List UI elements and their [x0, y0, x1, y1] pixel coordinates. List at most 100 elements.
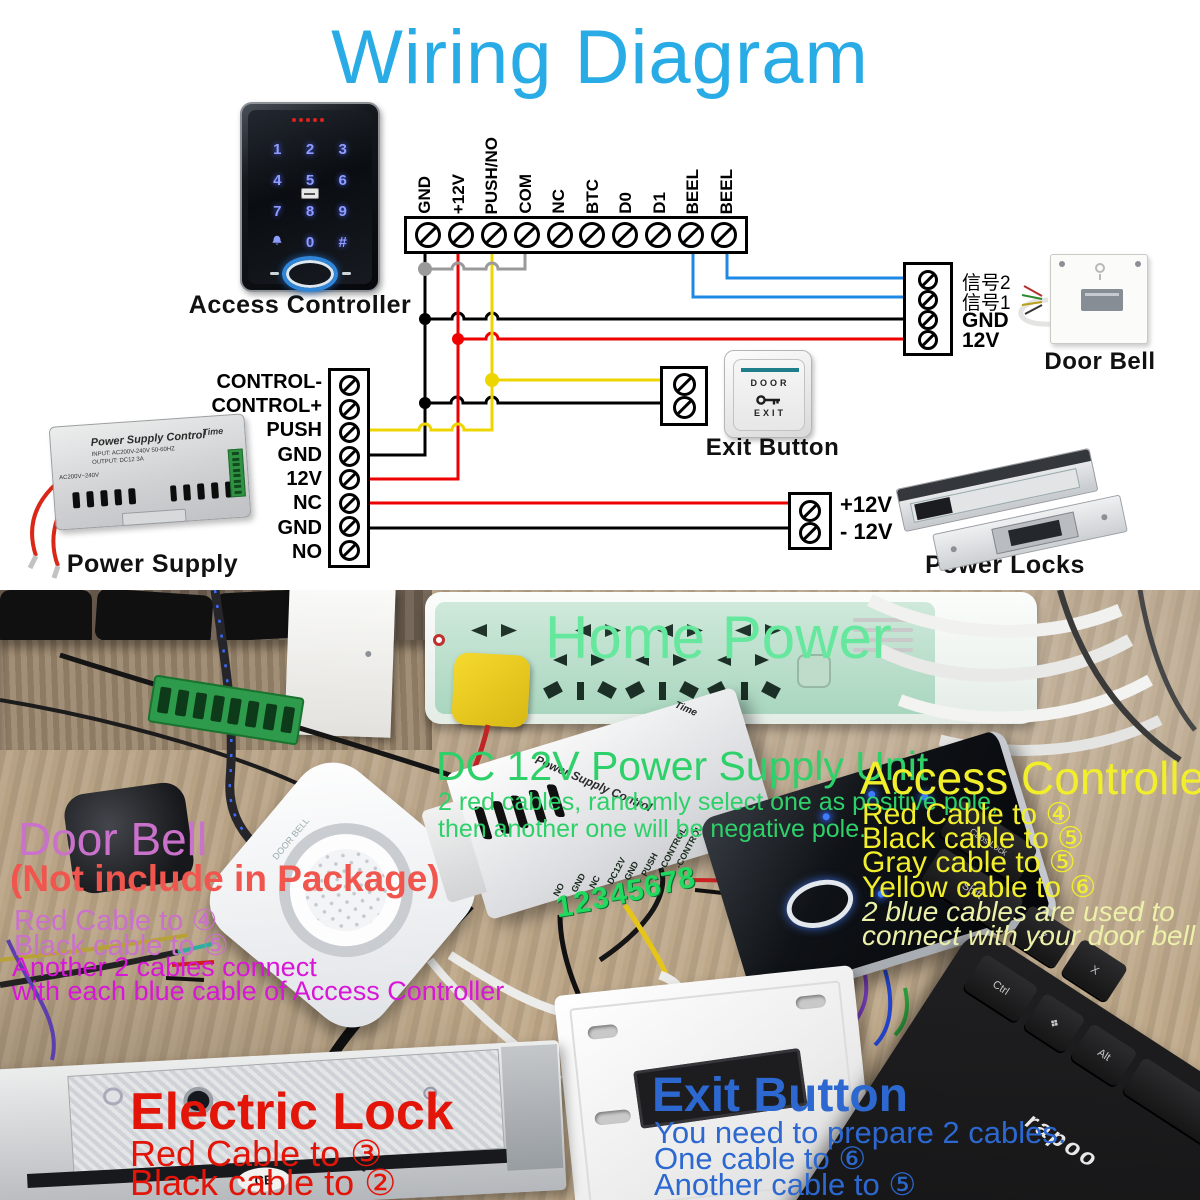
home-power-title: Home Power	[545, 604, 892, 671]
terminal-ps-12v	[338, 469, 360, 491]
terminal-control-plus	[338, 398, 360, 420]
ac-note-2: connect with your door bell	[862, 920, 1196, 951]
wire-blue-bell2	[725, 254, 905, 280]
key-6: 6	[338, 172, 347, 189]
doorbell-title: Door Bell	[18, 813, 208, 865]
terminal-push	[338, 422, 360, 444]
socket-5hole	[703, 648, 787, 712]
exit-exit-text: EXIT	[753, 408, 786, 418]
junction-gray	[418, 262, 432, 276]
controller-glass: 1 2 3 4 5 6 7 8 9 0 #	[248, 110, 372, 292]
junction-black-2	[419, 397, 431, 409]
reader-ring-photo	[780, 871, 860, 936]
terminal-d0	[612, 222, 639, 248]
key-0: 0	[305, 234, 315, 251]
doorbell-terminal-label: 信号1	[962, 293, 1011, 314]
terminal-btc	[579, 222, 606, 248]
spacebar	[1121, 1056, 1200, 1196]
psu-photo-time: Time	[673, 699, 699, 719]
doorbell-sticker	[1081, 289, 1123, 311]
terminal-beel2	[710, 222, 737, 248]
terminal-lock-minus12	[799, 522, 821, 544]
power-supply-label: Power Supply	[66, 550, 239, 578]
doorbell-line-2: Black cable to ⑤	[14, 930, 229, 962]
strip-led	[433, 634, 445, 646]
ps-terminal-label: NO	[292, 541, 322, 563]
key-ctrl: Ctrl	[962, 953, 1039, 1024]
terminal-label: D1	[649, 192, 669, 214]
terminal-label: +12V	[448, 173, 468, 214]
terminal-ps-gnd2	[338, 516, 360, 538]
terminal-bell-gnd	[918, 310, 938, 330]
ps-terminal-label: PUSH	[266, 419, 322, 441]
lock-terminal-label: +12V	[840, 492, 892, 517]
terminal-exit-1	[672, 373, 696, 396]
lock-line-2: Black cable to ②	[130, 1162, 397, 1200]
lock-title: Electric Lock	[130, 1083, 454, 1141]
doorbell-terminal-label: GND	[962, 309, 1009, 332]
junction-black-1	[419, 313, 431, 325]
strip-switch	[797, 654, 831, 688]
wire-red-doorbell	[458, 331, 905, 341]
ps-terminal-label: 12V	[286, 468, 322, 490]
ac-line-1: Red Cable to ④	[862, 798, 1073, 831]
terminal-beel1	[678, 222, 704, 248]
key-8: 8	[305, 203, 315, 220]
ring-tick-right	[342, 272, 351, 275]
socket-2pin	[735, 624, 781, 638]
doorbell-line-1: Red Cable to ④	[14, 905, 218, 937]
doorbell-terminal-block	[903, 262, 953, 356]
screw	[950, 545, 958, 553]
terminal-label: NC	[549, 189, 569, 214]
junction-yellow	[485, 373, 499, 387]
socket-2pin	[657, 624, 703, 638]
doorbell-note-1: Another 2 cables connect	[12, 952, 317, 982]
ps-terminal-label: CONTROL+	[211, 395, 322, 417]
ac-title: Access Controller	[860, 752, 1200, 804]
keyhole	[1095, 263, 1105, 280]
socket-5hole	[539, 648, 623, 712]
screw	[1059, 261, 1065, 267]
exit-terminal-block	[660, 366, 708, 426]
psu-side-text: AC200V~240V	[59, 472, 100, 482]
reader-ring	[282, 256, 338, 292]
psu-note-2: then another one will be negative pole.	[438, 815, 867, 843]
key-5: 5	[305, 172, 315, 189]
terminal-label: BTC	[582, 179, 602, 214]
wire-red-12v	[367, 254, 460, 481]
exit-title: Exit Button	[652, 1069, 908, 1122]
ac-line-4: Yellow cable to ⑥	[862, 871, 1097, 904]
terminal-lock-plus12	[799, 500, 821, 522]
key-3: 3	[338, 141, 347, 158]
lock-end-cap	[500, 1044, 564, 1171]
key-alt: Alt	[1069, 1022, 1138, 1088]
doorbell-terminal-label: 12V	[962, 329, 1000, 352]
doorbell-note-2: with each blue cable of Access Controlle…	[12, 976, 505, 1006]
terminal-control-minus	[338, 375, 360, 396]
key-9: 9	[338, 203, 347, 220]
psu-terminal-block	[328, 368, 370, 568]
socket-2pin	[575, 624, 621, 638]
doorbell-subtitle: (Not include in Package)	[10, 858, 440, 899]
terminal-ps-gnd1	[338, 445, 360, 467]
dark-object	[0, 590, 92, 648]
ring-tick-left	[270, 272, 279, 275]
doorbell-terminal-label: 信号2	[962, 273, 1011, 294]
terminal-signal2	[918, 270, 938, 290]
exit-plate: DOOR EXIT	[733, 359, 805, 431]
exit-button-device: DOOR EXIT	[724, 350, 812, 438]
ps-terminal-label: GND	[277, 444, 322, 466]
wiring-diagram: Wiring Diagram	[0, 0, 1200, 590]
psu-title: DC 12V Power Supply Unit	[436, 743, 929, 789]
controller-terminal-labels: GND +12V PUSH/NO COM NC BTC D0 D1 BEEL B…	[404, 118, 748, 214]
ps-terminal-label: CONTROL-	[216, 371, 322, 393]
terminal-pushno	[480, 222, 507, 248]
wire-black-exit	[425, 395, 662, 405]
exit-line-3: Another cable to ⑤	[654, 1167, 917, 1200]
terminal-d1	[645, 222, 672, 248]
card-icon	[301, 188, 319, 199]
wire-yellow-push	[367, 254, 494, 432]
psu-note-1: 2 red cables, randomly select one as pos…	[438, 788, 999, 816]
exit-line-2: One cable to ⑥	[654, 1141, 867, 1176]
ac-line-2: Black cable to ⑤	[862, 822, 1084, 855]
